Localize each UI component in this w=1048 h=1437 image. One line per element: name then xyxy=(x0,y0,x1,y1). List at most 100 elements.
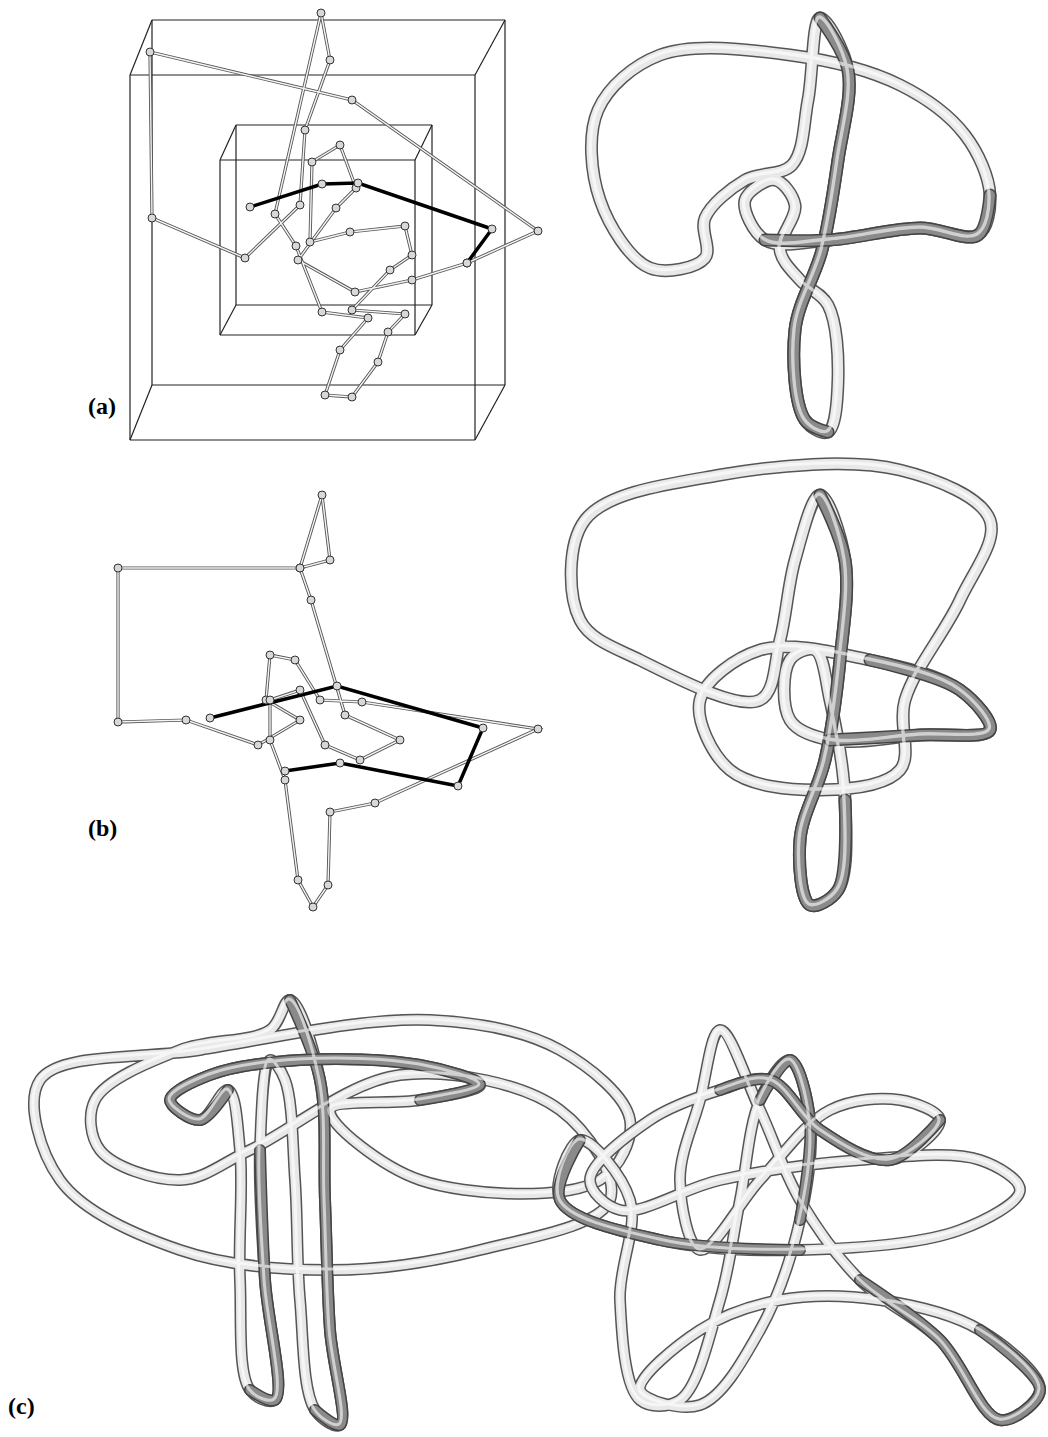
cube-edge xyxy=(220,125,236,160)
vertex-dot xyxy=(463,259,471,267)
vertex-dot xyxy=(346,228,354,236)
panel-label-holder: (a) xyxy=(88,393,116,420)
vertex-dot xyxy=(271,210,279,218)
polygon-edge-core xyxy=(150,13,538,397)
vertex-dot xyxy=(326,56,334,64)
vertex-dot xyxy=(401,310,409,318)
vertex-dot xyxy=(296,564,304,572)
tube-outline xyxy=(34,1000,630,1426)
vertex-dot xyxy=(292,242,300,250)
knot-tube-b xyxy=(570,463,991,906)
inner-cube xyxy=(220,125,432,335)
vertex-dot xyxy=(246,203,254,211)
knot-tube-c-left xyxy=(33,999,630,1426)
tube-highlight xyxy=(570,463,990,905)
vertex-dot xyxy=(534,725,542,733)
tube-outline xyxy=(571,464,991,906)
vertex-dot xyxy=(296,686,304,694)
vertex-dot xyxy=(308,158,316,166)
vertex-dot xyxy=(348,306,356,314)
vertex-dot xyxy=(371,799,379,807)
tube-highlight xyxy=(33,999,629,1425)
vertex-dot xyxy=(336,141,344,149)
tube-outline xyxy=(794,18,849,432)
cube-edge xyxy=(504,20,505,385)
cube-edge xyxy=(152,19,505,20)
tube-outline xyxy=(558,1030,1040,1420)
tube-outline xyxy=(830,660,990,740)
knot-tube-c-right xyxy=(557,1029,1040,1420)
tube-body xyxy=(34,1000,630,1426)
vertex-dot xyxy=(114,564,122,572)
polygon-edge xyxy=(150,13,538,397)
panel-label: (a) xyxy=(88,393,116,420)
vertex-dot xyxy=(341,711,349,719)
cube-edge xyxy=(475,385,505,440)
tube-shaded xyxy=(794,18,849,432)
vertex-dot xyxy=(281,776,289,784)
cube-edge xyxy=(475,20,505,75)
vertex-dot xyxy=(332,204,340,212)
vertex-dot xyxy=(316,696,324,704)
vertex-dot xyxy=(386,266,394,274)
cube-edge xyxy=(130,385,152,440)
tube-body xyxy=(591,18,990,433)
vertex-dot xyxy=(318,180,326,188)
vertex-dot xyxy=(348,96,356,104)
tube-shaded xyxy=(830,660,990,740)
vertex-dot xyxy=(266,736,274,744)
vertex-dot xyxy=(294,256,302,264)
tube-highlight xyxy=(557,1029,1039,1419)
vertex-dot xyxy=(326,808,334,816)
cube-edge xyxy=(236,124,432,125)
cube-edge xyxy=(414,160,415,335)
cube-edge xyxy=(130,439,475,440)
vertex-dot xyxy=(281,767,289,775)
highlighted-segment xyxy=(250,183,492,263)
tube-body xyxy=(558,1030,1040,1420)
vertex-dot xyxy=(454,782,462,790)
vertex-dot xyxy=(348,393,356,401)
vertex-dot xyxy=(294,876,302,884)
knot-tube-a xyxy=(590,17,990,433)
vertex-dot xyxy=(326,556,334,564)
vertex-dot xyxy=(488,225,496,233)
cube-edge xyxy=(236,304,432,305)
vertex-dot xyxy=(479,724,487,732)
vertex-dot xyxy=(301,126,309,134)
polygon-knot-a xyxy=(146,9,542,401)
vertex-dot xyxy=(374,358,382,366)
vertex-dot xyxy=(148,214,156,222)
vertex-dot xyxy=(206,714,214,722)
vertex-dot xyxy=(351,288,359,296)
vertex-dot xyxy=(266,651,274,659)
vertex-dot xyxy=(356,756,364,764)
vertex-dot xyxy=(336,346,344,354)
vertex-dot xyxy=(333,682,341,690)
polygon-edge-core xyxy=(118,495,538,907)
tube-shaded xyxy=(799,495,846,906)
tube-outline xyxy=(799,495,846,906)
vertex-dot xyxy=(324,881,332,889)
vertex-dot xyxy=(296,716,304,724)
vertex-dot xyxy=(114,718,122,726)
tube-highlight xyxy=(590,17,989,432)
panel-label-holder: (b) xyxy=(88,815,117,842)
vertex-dot xyxy=(317,9,325,17)
outer-cube xyxy=(130,20,505,440)
vertex-dot xyxy=(146,48,154,56)
vertex-dot xyxy=(318,308,326,316)
vertex-dot xyxy=(364,314,372,322)
vertex-dot xyxy=(291,656,299,664)
vertex-dot xyxy=(408,251,416,259)
tube-outline xyxy=(591,18,990,433)
highlighted-segment xyxy=(210,686,483,786)
vertex-dot xyxy=(401,222,409,230)
tube-body xyxy=(571,464,991,906)
vertex-dot xyxy=(266,696,274,704)
vertex-dot xyxy=(306,238,314,246)
vertex-dot xyxy=(254,741,262,749)
cube-edge xyxy=(220,305,236,335)
vertex-dot xyxy=(182,716,190,724)
